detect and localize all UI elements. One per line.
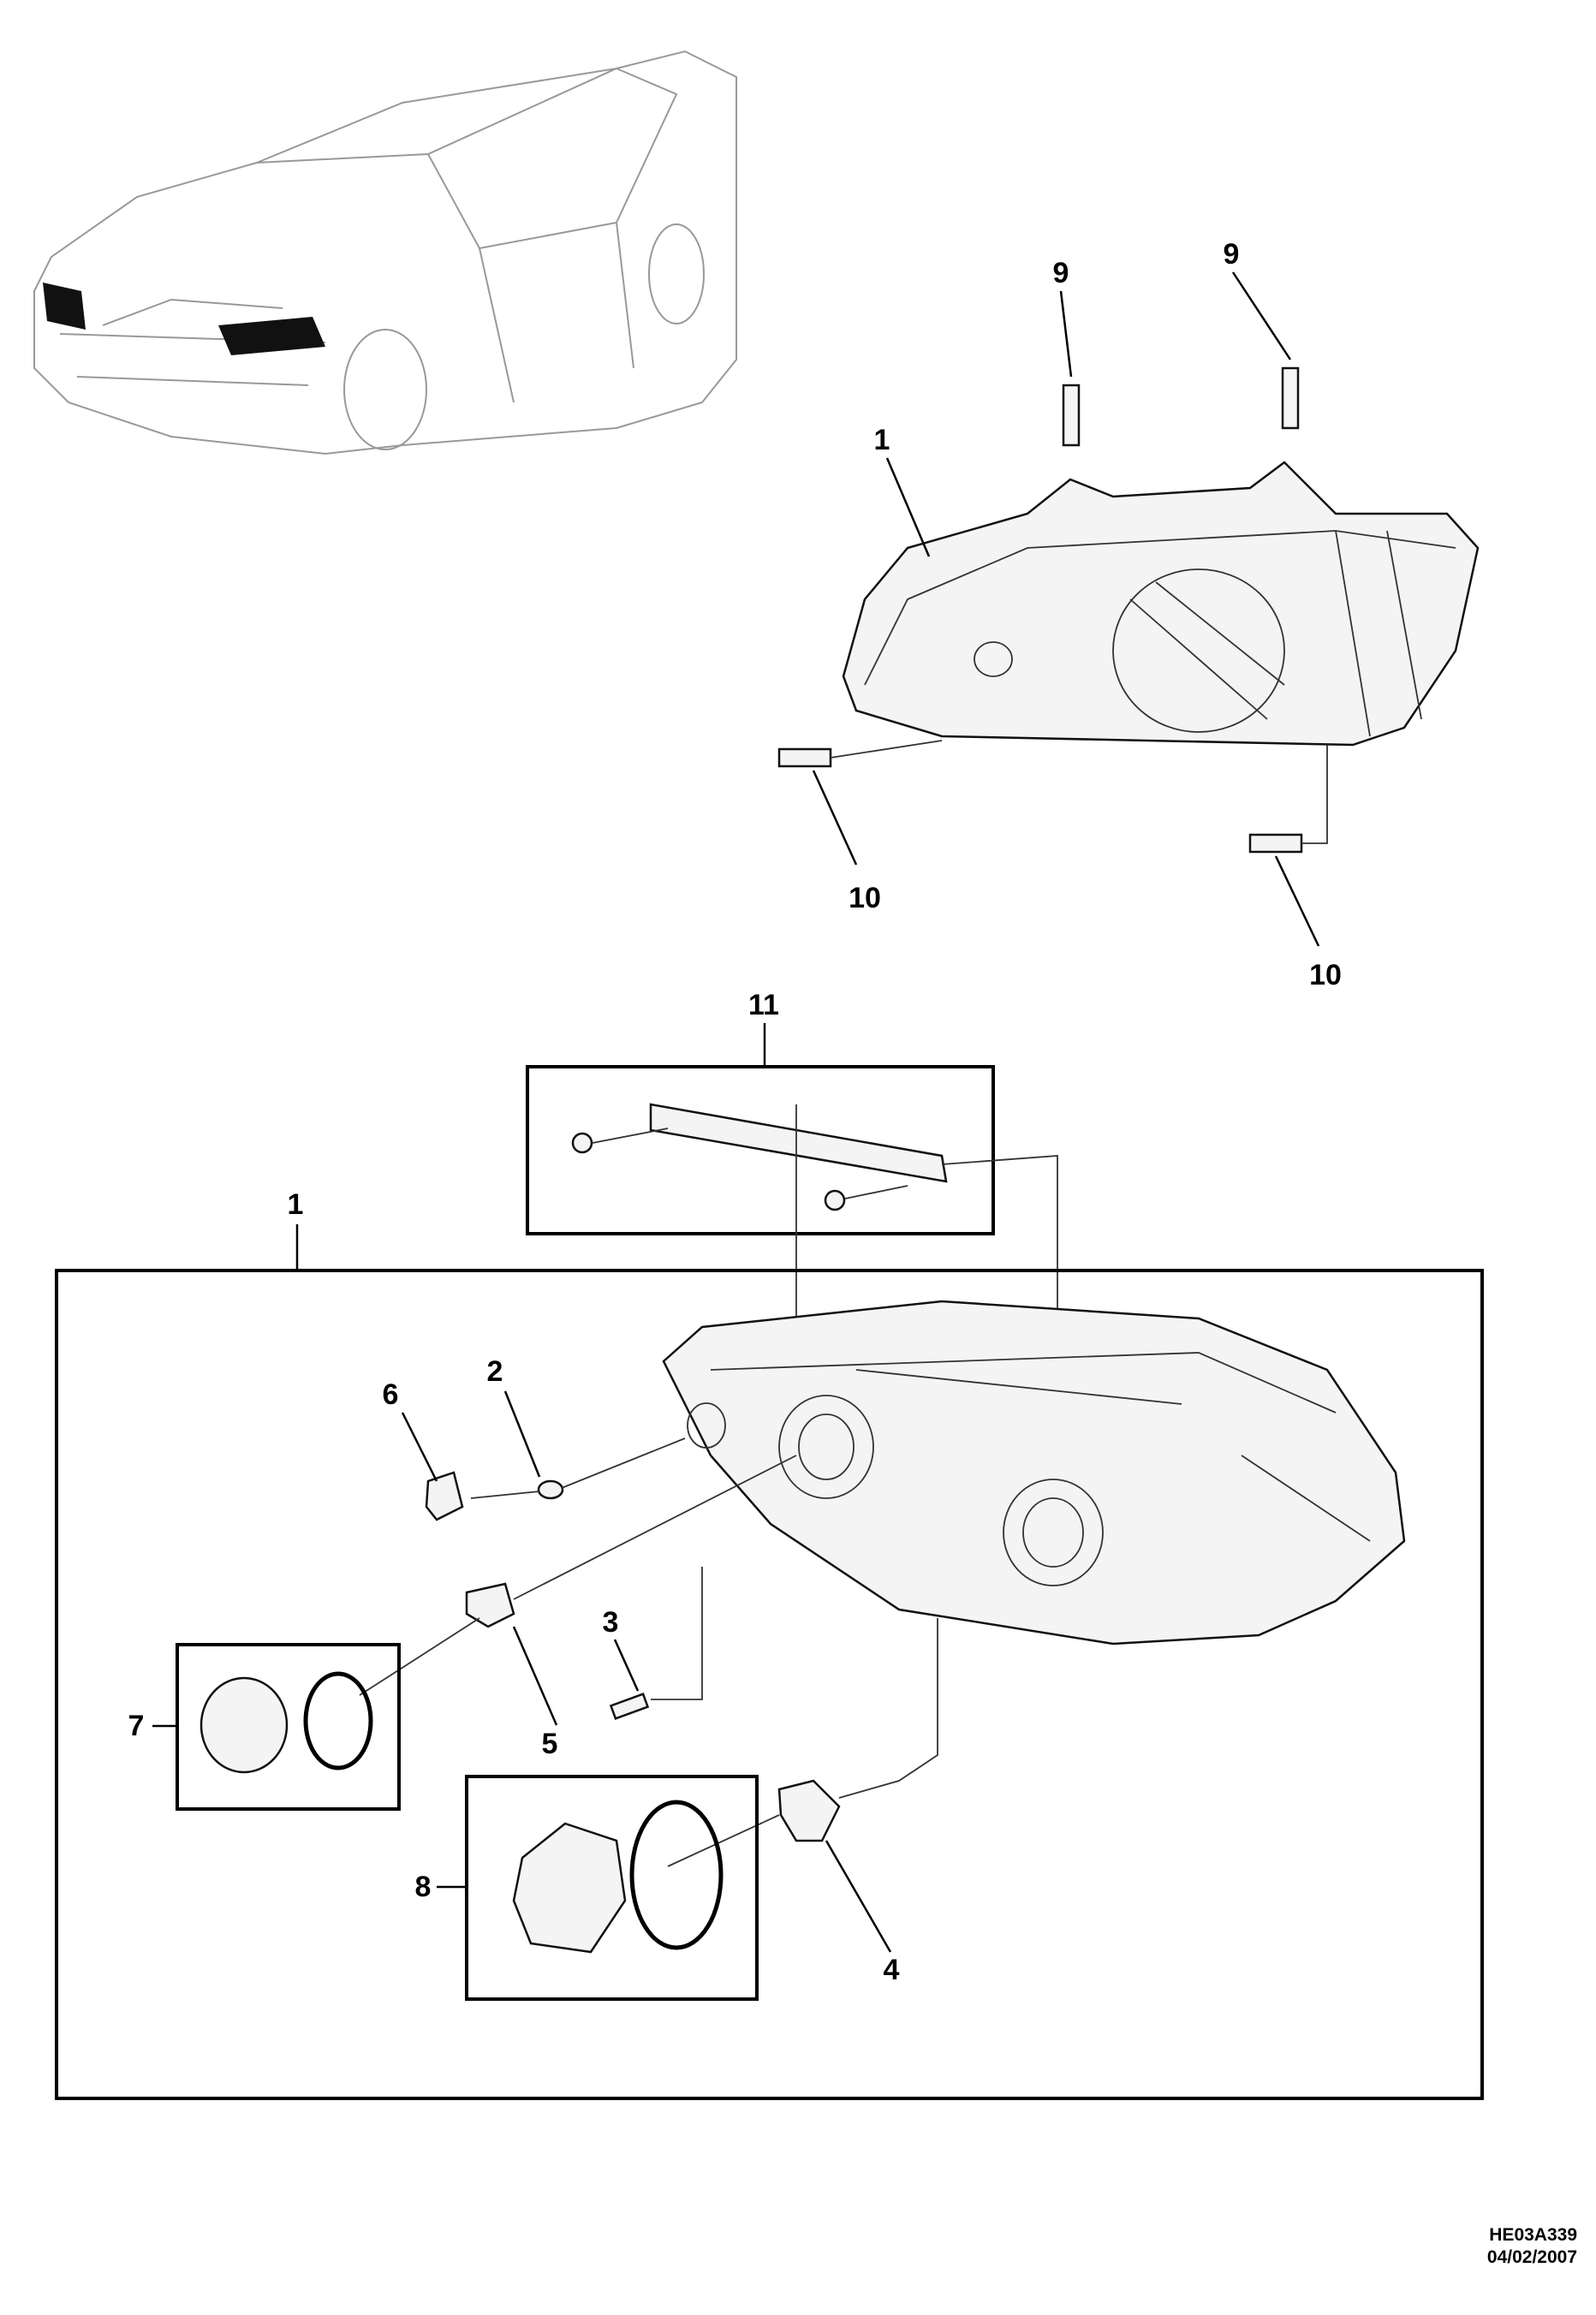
seal-ring-8: [629, 1800, 724, 1950]
bulb-5: [465, 1582, 515, 1628]
callout-11: 11: [748, 989, 779, 1021]
drawing-reference: HE03A339 04/02/2007: [1487, 2224, 1577, 2269]
socket-6: [425, 1471, 464, 1521]
callout-4: 4: [884, 1954, 900, 1986]
headlamp-rear-view: [662, 1300, 1406, 1645]
callout-2: 2: [487, 1355, 503, 1388]
seal-ring-7: [303, 1671, 373, 1770]
bulb-4: [777, 1779, 841, 1842]
callout-10: 10: [1309, 959, 1342, 991]
callout-7: 7: [128, 1710, 145, 1742]
callout-1: 1: [874, 424, 890, 456]
headlamp-assembly-box: [55, 1269, 1484, 2100]
bolt-10-right: [1248, 833, 1303, 854]
highlighted-right-headlamp: [218, 317, 325, 355]
bolt-9-left: [1062, 384, 1081, 447]
callout-6: 6: [383, 1378, 399, 1411]
callout-9: 9: [1053, 257, 1069, 289]
bracket-screw: [571, 1132, 593, 1154]
callout-3: 3: [603, 1606, 619, 1639]
bolt-10-left: [777, 747, 832, 768]
callout-1: 1: [288, 1188, 304, 1221]
bracket-kit-box: [526, 1065, 995, 1235]
callout-10: 10: [849, 882, 881, 914]
callout-9: 9: [1224, 238, 1240, 271]
vehicle-locator-illustration: [33, 50, 737, 455]
headlamp-installed-view: [777, 271, 1480, 947]
highlighted-left-headlamp: [43, 283, 86, 330]
callout-5: 5: [542, 1728, 558, 1760]
cap-7: [200, 1676, 289, 1774]
bulb-2: [537, 1479, 564, 1500]
bracket-screw: [824, 1189, 846, 1211]
reference-code: HE03A339: [1489, 2225, 1577, 2245]
bolt-9-right: [1281, 366, 1300, 430]
mounting-bracket: [649, 1103, 948, 1183]
callout-8: 8: [415, 1871, 432, 1903]
bulb-3: [609, 1693, 650, 1720]
cap-8: [512, 1822, 627, 1954]
reference-date: 04/02/2007: [1486, 2247, 1577, 2267]
